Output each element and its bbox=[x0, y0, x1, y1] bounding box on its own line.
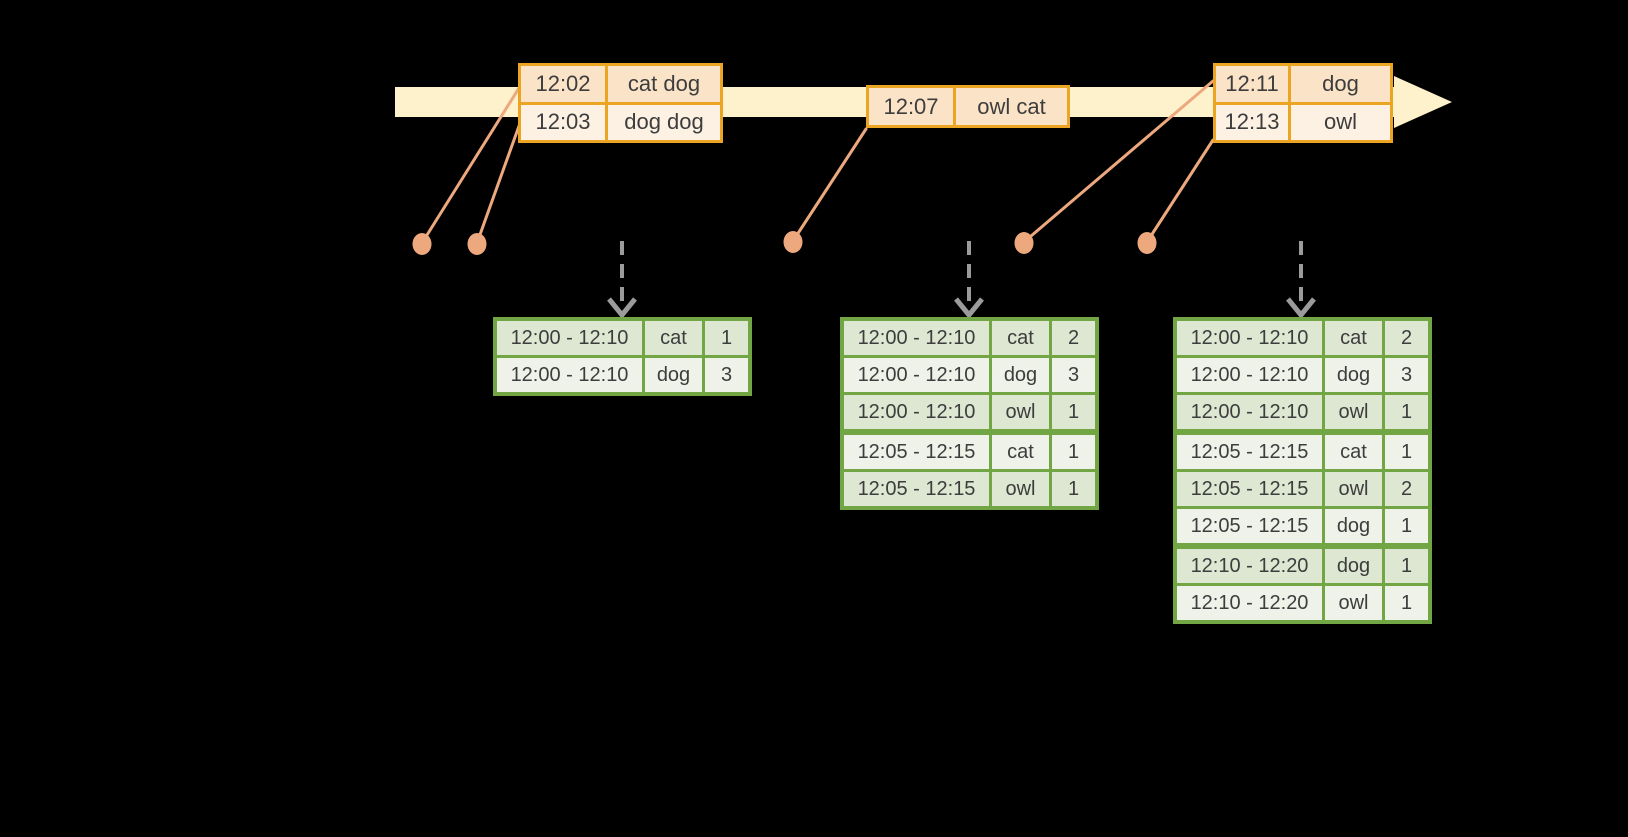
event-row: 12:02 cat dog bbox=[521, 66, 720, 102]
window-cell: 12:05 - 12:15 bbox=[1177, 435, 1322, 469]
event-time-cell: 12:07 bbox=[869, 88, 953, 125]
connector-line-1202 bbox=[420, 86, 521, 245]
event-dot-1211 bbox=[1014, 232, 1034, 254]
count-cell: 1 bbox=[1049, 472, 1095, 506]
window-cell: 12:05 - 12:15 bbox=[844, 472, 989, 506]
trigger-arrow-3-head-icon bbox=[1286, 297, 1316, 319]
count-cell: 1 bbox=[1049, 395, 1095, 429]
word-cell: owl bbox=[1322, 395, 1382, 429]
count-cell: 2 bbox=[1382, 321, 1428, 355]
word-cell: dog bbox=[642, 358, 702, 392]
result-table-3: 12:00 - 12:10 cat 2 12:00 - 12:10 dog 3 … bbox=[1173, 317, 1432, 624]
count-cell: 1 bbox=[1382, 509, 1428, 543]
count-cell: 3 bbox=[1049, 358, 1095, 392]
count-cell: 3 bbox=[1382, 358, 1428, 392]
window-cell: 12:05 - 12:15 bbox=[844, 435, 989, 469]
word-cell: cat bbox=[1322, 321, 1382, 355]
table-row: 12:05 - 12:15 cat 1 bbox=[844, 429, 1095, 469]
table-row: 12:05 - 12:15 dog 1 bbox=[1177, 506, 1428, 543]
count-cell: 3 bbox=[702, 358, 748, 392]
table-row: 12:00 - 12:10 cat 2 bbox=[844, 321, 1095, 355]
table-row: 12:00 - 12:10 cat 2 bbox=[1177, 321, 1428, 355]
event-time-cell: 12:02 bbox=[521, 66, 605, 102]
event-box-2: 12:07 owl cat bbox=[866, 85, 1070, 128]
event-row: 12:07 owl cat bbox=[869, 88, 1067, 125]
window-cell: 12:00 - 12:10 bbox=[497, 321, 642, 355]
window-cell: 12:00 - 12:10 bbox=[844, 395, 989, 429]
event-words-cell: dog dog bbox=[605, 104, 720, 140]
word-cell: owl bbox=[989, 472, 1049, 506]
count-cell: 1 bbox=[1382, 395, 1428, 429]
table-row: 12:10 - 12:20 owl 1 bbox=[1177, 583, 1428, 620]
window-cell: 12:00 - 12:10 bbox=[844, 358, 989, 392]
window-cell: 12:00 - 12:10 bbox=[1177, 358, 1322, 392]
table-row: 12:00 - 12:10 dog 3 bbox=[497, 355, 748, 392]
count-cell: 1 bbox=[702, 321, 748, 355]
table-row: 12:05 - 12:15 owl 2 bbox=[1177, 469, 1428, 506]
connector-line-1207 bbox=[791, 127, 868, 243]
event-row: 12:11 dog bbox=[1216, 66, 1390, 102]
word-cell: cat bbox=[642, 321, 702, 355]
window-cell: 12:00 - 12:10 bbox=[1177, 321, 1322, 355]
word-cell: cat bbox=[989, 321, 1049, 355]
table-row: 12:00 - 12:10 dog 3 bbox=[844, 355, 1095, 392]
word-cell: dog bbox=[1322, 509, 1382, 543]
word-cell: cat bbox=[989, 435, 1049, 469]
event-time-cell: 12:13 bbox=[1216, 104, 1288, 140]
connector-line-1213 bbox=[1145, 138, 1215, 244]
event-box-1: 12:02 cat dog 12:03 dog dog bbox=[518, 63, 723, 143]
event-words-cell: owl bbox=[1288, 104, 1390, 140]
table-row: 12:00 - 12:10 dog 3 bbox=[1177, 355, 1428, 392]
count-cell: 2 bbox=[1049, 321, 1095, 355]
table-row: 12:00 - 12:10 cat 1 bbox=[497, 321, 748, 355]
event-dot-1202 bbox=[412, 233, 432, 255]
window-cell: 12:05 - 12:15 bbox=[1177, 509, 1322, 543]
word-cell: dog bbox=[989, 358, 1049, 392]
table-row: 12:10 - 12:20 dog 1 bbox=[1177, 543, 1428, 583]
event-dot-1203 bbox=[467, 233, 487, 255]
result-table-2: 12:00 - 12:10 cat 2 12:00 - 12:10 dog 3 … bbox=[840, 317, 1099, 510]
window-cell: 12:00 - 12:10 bbox=[497, 358, 642, 392]
word-cell: owl bbox=[1322, 586, 1382, 620]
word-cell: dog bbox=[1322, 358, 1382, 392]
event-dot-1213 bbox=[1137, 232, 1157, 254]
event-time-cell: 12:11 bbox=[1216, 66, 1288, 102]
connector-line-1211 bbox=[1022, 79, 1215, 244]
window-cell: 12:05 - 12:15 bbox=[1177, 472, 1322, 506]
event-words-cell: dog bbox=[1288, 66, 1390, 102]
window-cell: 12:00 - 12:10 bbox=[844, 321, 989, 355]
word-cell: owl bbox=[989, 395, 1049, 429]
event-time-cell: 12:03 bbox=[521, 104, 605, 140]
result-table-1: 12:00 - 12:10 cat 1 12:00 - 12:10 dog 3 bbox=[493, 317, 752, 396]
count-cell: 1 bbox=[1382, 549, 1428, 583]
event-words-cell: owl cat bbox=[953, 88, 1067, 125]
table-row: 12:00 - 12:10 owl 1 bbox=[1177, 392, 1428, 429]
word-cell: owl bbox=[1322, 472, 1382, 506]
event-words-cell: cat dog bbox=[605, 66, 720, 102]
count-cell: 1 bbox=[1049, 435, 1095, 469]
trigger-arrow-2-head-icon bbox=[954, 297, 984, 319]
window-cell: 12:10 - 12:20 bbox=[1177, 586, 1322, 620]
timeline-arrowhead-icon bbox=[1394, 76, 1452, 128]
count-cell: 1 bbox=[1382, 586, 1428, 620]
trigger-arrow-1-head-icon bbox=[607, 297, 637, 319]
event-box-3: 12:11 dog 12:13 owl bbox=[1213, 63, 1393, 143]
table-row: 12:05 - 12:15 owl 1 bbox=[844, 469, 1095, 506]
connector-line-1203 bbox=[475, 124, 521, 245]
count-cell: 2 bbox=[1382, 472, 1428, 506]
event-row: 12:03 dog dog bbox=[521, 101, 720, 140]
window-cell: 12:00 - 12:10 bbox=[1177, 395, 1322, 429]
table-row: 12:05 - 12:15 cat 1 bbox=[1177, 429, 1428, 469]
word-cell: cat bbox=[1322, 435, 1382, 469]
word-cell: dog bbox=[1322, 549, 1382, 583]
table-row: 12:00 - 12:10 owl 1 bbox=[844, 392, 1095, 429]
event-row: 12:13 owl bbox=[1216, 101, 1390, 140]
count-cell: 1 bbox=[1382, 435, 1428, 469]
window-cell: 12:10 - 12:20 bbox=[1177, 549, 1322, 583]
event-dot-1207 bbox=[783, 231, 803, 253]
